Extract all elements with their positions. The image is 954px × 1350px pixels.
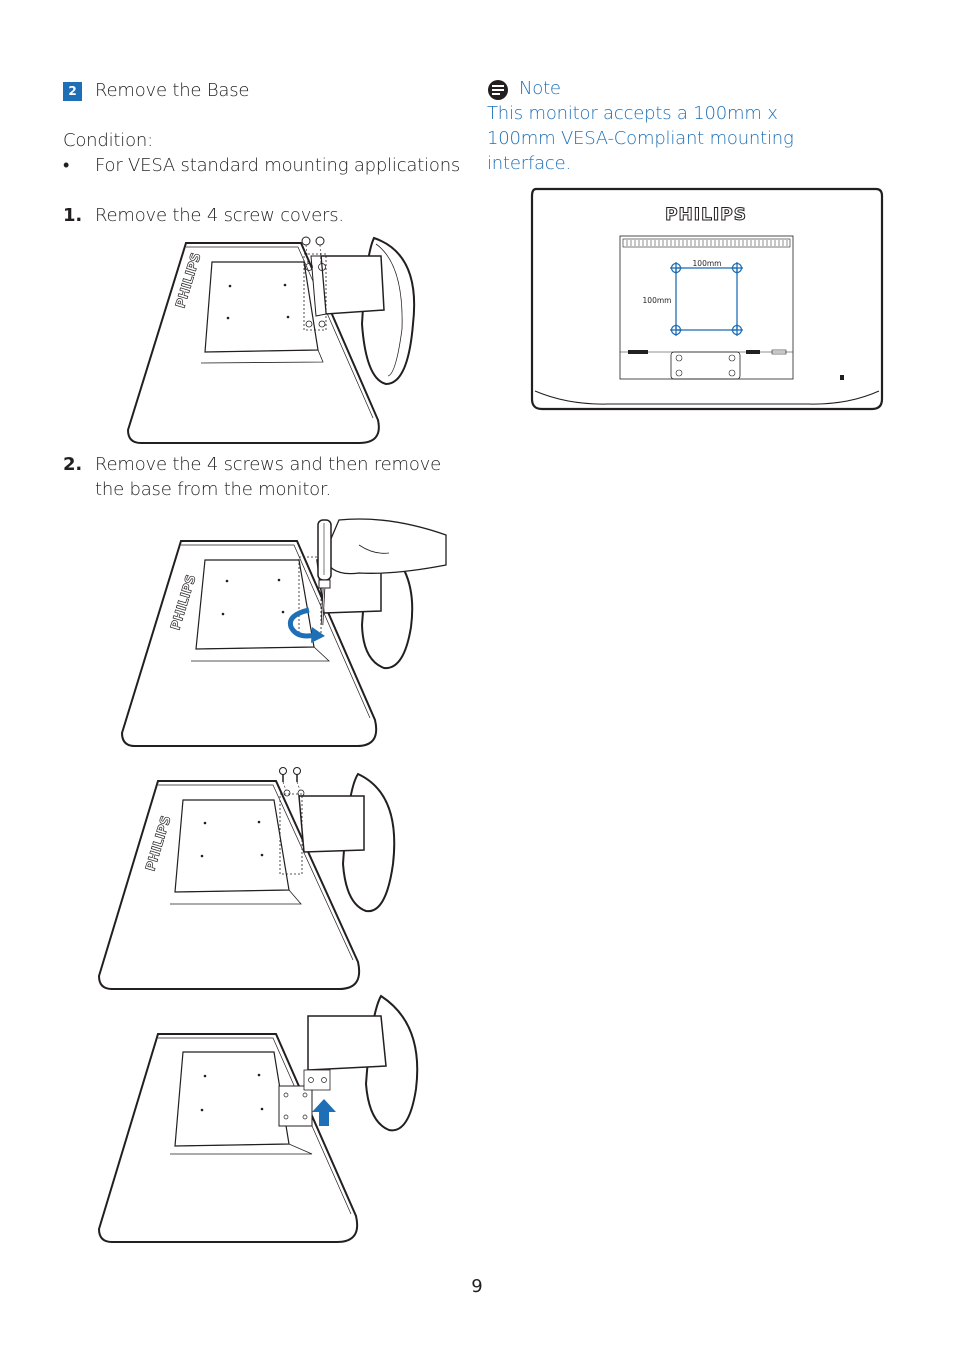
kensington-lock-icon [840,375,844,380]
height-dimension-label: 100mm [643,296,672,305]
bullet-symbol: • [63,155,70,176]
illustration-screws-removed: PHILIPS [97,767,396,990]
step-2-number: 2. [63,454,82,475]
screw-cover-icon [315,236,325,246]
screws-icon [279,767,301,782]
note-body: This monitor accepts a 100mm x 100mm VES… [487,103,794,174]
port-icon [628,350,648,354]
section-title: Remove the Base [95,80,250,101]
note-title: Note [519,78,561,99]
back-panel-outline [619,235,794,380]
step-1-number: 1. [63,205,82,226]
mount-plate [278,1085,313,1127]
step-number-badge: 2 [63,82,82,101]
illustration-remove-screws: PHILIPS [120,518,447,747]
screw-cover-icon [301,236,311,246]
condition-bullet-text: For VESA standard mounting applications [95,155,461,176]
rotate-arrow-icon [287,607,316,639]
note-icon [488,80,508,100]
width-dimension-label: 100mm [693,259,722,268]
condition-label: Condition: [63,130,153,151]
port-icon [771,349,787,355]
port-icon [746,350,760,354]
page-number: 9 [471,1276,483,1297]
vesa-brand-logo: PHILIPS [665,205,747,225]
illustration-remove-screw-covers: PHILIPS [126,236,416,444]
stand-plate [670,351,741,380]
vent-strip [622,238,791,248]
vesa-square [675,267,738,331]
screwdriver-handle-icon [317,519,332,581]
illustration-lift-base [97,994,419,1243]
step-2-text: Remove the 4 screws and then remove the … [95,454,441,500]
vesa-mount-diagram: PHILIPS 100mm 100mm [530,187,884,411]
lift-arrow-icon [312,1099,336,1126]
hand-icon [323,518,447,575]
step-1-text: Remove the 4 screw covers. [95,205,344,226]
